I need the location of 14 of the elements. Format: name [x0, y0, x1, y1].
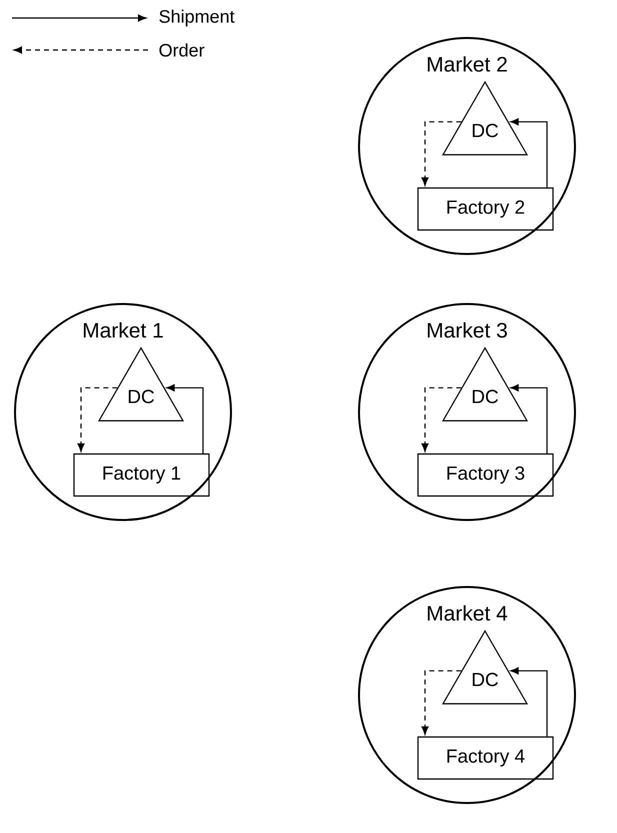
factory-box: Factory 4 — [417, 736, 554, 780]
legend-label: Order — [159, 43, 204, 57]
arrow — [421, 387, 462, 452]
arrow — [421, 121, 462, 186]
arrow — [510, 667, 548, 736]
arrow — [166, 384, 204, 454]
factory-box: Factory 1 — [73, 453, 210, 497]
factory-box: Factory 2 — [417, 187, 554, 231]
arrow — [510, 118, 548, 188]
arrow — [510, 384, 548, 454]
arrow — [77, 387, 118, 452]
arrow — [421, 670, 462, 735]
factory-box: Factory 3 — [417, 453, 554, 497]
legend-label: Shipment — [159, 10, 234, 26]
